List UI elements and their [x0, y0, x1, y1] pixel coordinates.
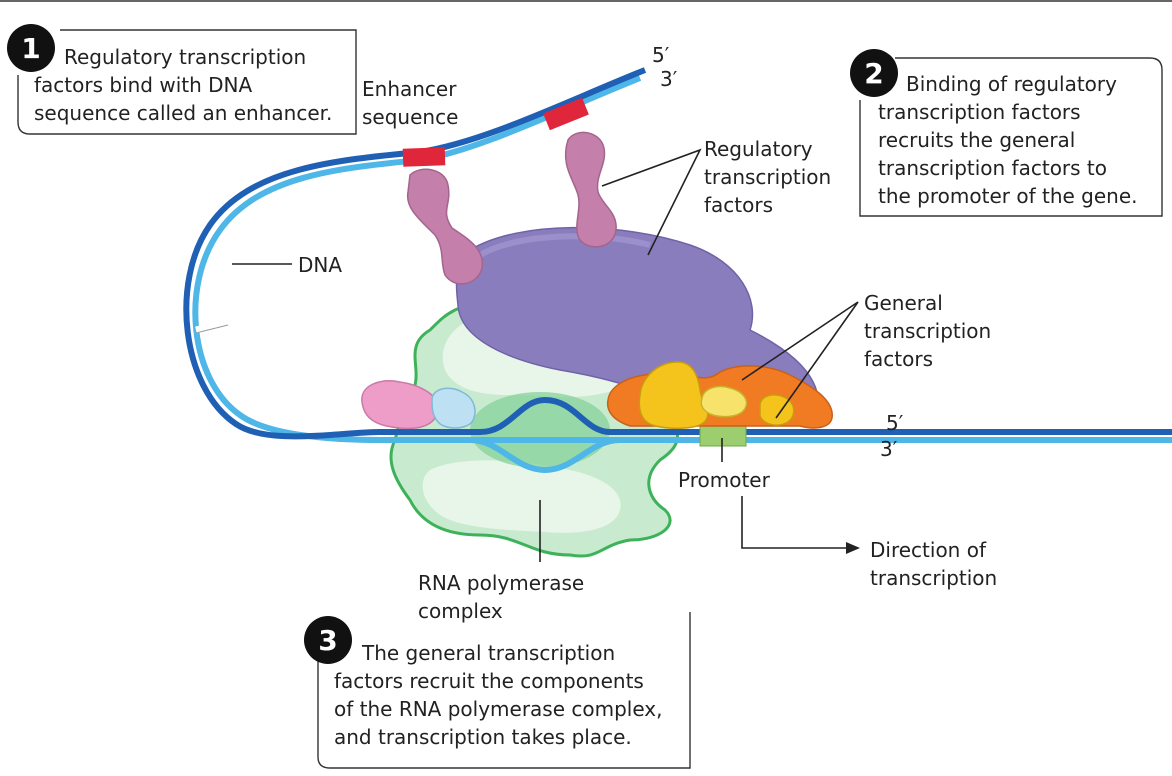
promoter-segment — [699, 425, 747, 447]
top-5prime-label: 5′ — [652, 43, 670, 67]
dna-bubble-lower — [469, 437, 621, 474]
general-tf-label-line-2: transcription — [864, 319, 991, 343]
right-3prime-label: 3′ — [880, 437, 898, 461]
step-2-line-3: recruits the general — [878, 128, 1075, 152]
step-1-box — [17, 29, 357, 135]
rna-pol-label-line-2: complex — [418, 599, 503, 623]
step-1-badge — [7, 24, 55, 72]
step-2-callout: 2 Binding of regulatory transcription fa… — [850, 49, 1163, 217]
regulatory-tf-right-shape — [564, 131, 617, 248]
regulatory-tf-leader — [601, 148, 702, 256]
general-tf-leader — [741, 301, 859, 419]
rna-polymerase-lower-lobe — [422, 460, 621, 533]
step-2-box — [859, 57, 1163, 217]
step-2-line-1: Binding of regulatory — [906, 72, 1117, 96]
general-tf-label-line-3: factors — [864, 347, 933, 371]
step-2-badge — [850, 49, 898, 97]
regulatory-tf-label-line-2: transcription — [704, 165, 831, 189]
blue-subunit — [431, 387, 476, 429]
right-5prime-label: 5′ — [886, 411, 904, 435]
step-2-number: 2 — [864, 57, 883, 90]
regulatory-tf-right — [564, 131, 617, 248]
dna-label: DNA — [298, 253, 342, 277]
mediator-highlight — [478, 233, 651, 258]
regulatory-tf-label-line-1: Regulatory — [704, 137, 813, 161]
direction-arrowhead — [846, 542, 860, 554]
step-3-line-2: factors recruit the components — [334, 669, 644, 693]
direction-label-line-1: Direction of — [870, 538, 987, 562]
step-1-callout: 1 Regulatory transcription factors bind … — [7, 24, 357, 135]
regulatory-tf-label-line-3: factors — [704, 193, 773, 217]
dna-break-mark-edge — [195, 324, 229, 334]
step-3-callout: 3 The general transcription factors recr… — [304, 612, 691, 769]
step-3-line-3: of the RNA polymerase complex, — [334, 697, 663, 721]
general-tf-yellow-small — [700, 385, 748, 418]
dna-outer-strand — [192, 75, 1172, 443]
step-3-box — [317, 612, 691, 769]
enhancer-segment-right — [543, 97, 589, 131]
step-1-line-2: factors bind with DNA — [34, 73, 253, 97]
rna-pol-label-line-1: RNA polymerase — [418, 571, 584, 595]
promoter-label: Promoter — [678, 468, 771, 492]
general-tf-yellow-right — [759, 394, 795, 426]
general-transcription-factors — [606, 361, 833, 430]
step-2-line-2: transcription factors — [878, 100, 1081, 124]
step-1-line-1: Regulatory transcription — [64, 45, 306, 69]
dna-break-mark — [195, 318, 229, 334]
step-3-line-1: The general transcription — [361, 641, 615, 665]
top-3prime-label: 3′ — [660, 67, 678, 91]
direction-label-line-2: transcription — [870, 566, 997, 590]
step-3-badge — [304, 616, 352, 664]
step-3-line-4: and transcription takes place. — [334, 725, 632, 749]
regulatory-tf-left-shape — [406, 168, 484, 285]
step-2-line-5: the promoter of the gene. — [878, 184, 1138, 208]
enhancer-label-line-2: sequence — [362, 105, 458, 129]
enhancer-label-line-1: Enhancer — [362, 77, 457, 101]
direction-arrow-line — [741, 496, 846, 549]
enhancer-segment-left — [402, 147, 446, 167]
general-tf-label-line-1: General — [864, 291, 943, 315]
regulatory-tf-left — [406, 168, 484, 285]
step-2-line-4: transcription factors to — [878, 156, 1107, 180]
step-1-line-3: sequence called an enhancer. — [34, 101, 332, 125]
step-1-number: 1 — [21, 32, 40, 65]
step-3-number: 3 — [318, 624, 337, 657]
